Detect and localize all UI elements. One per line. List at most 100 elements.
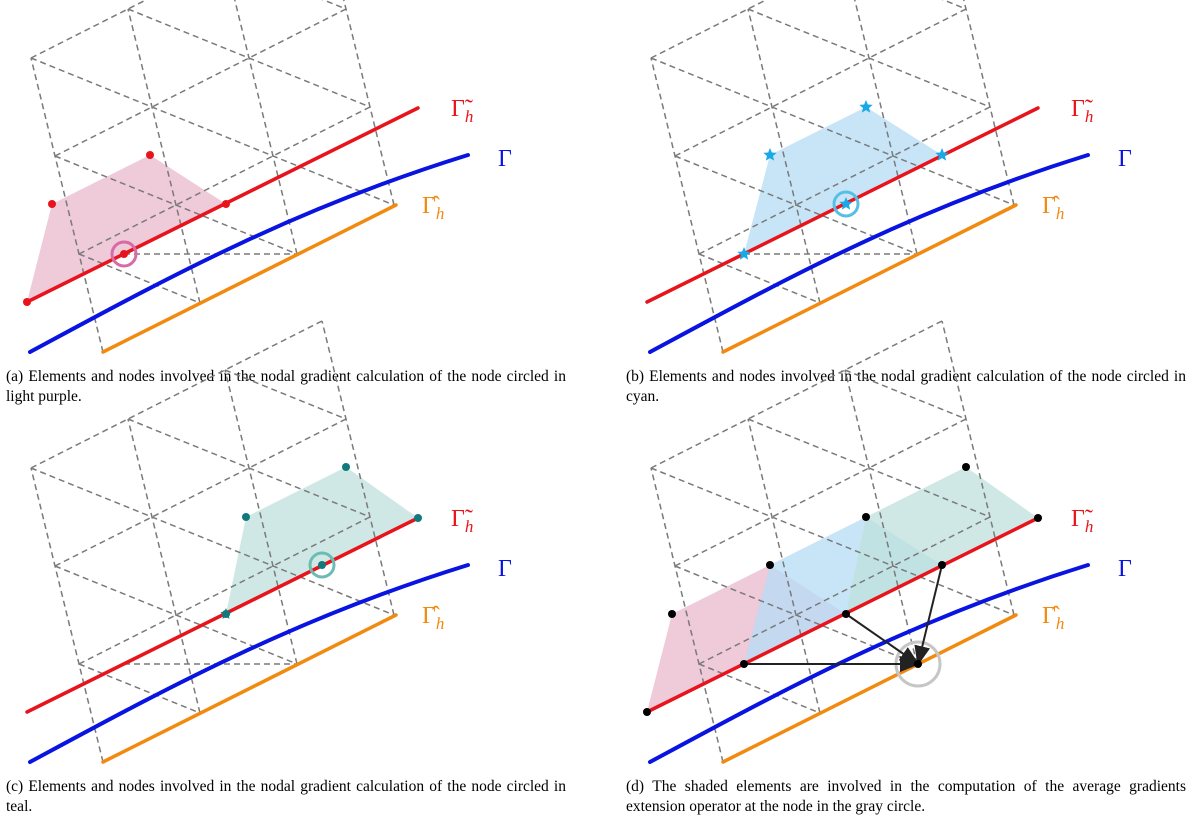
node-marker	[1034, 514, 1042, 522]
gamma-curve	[648, 153, 1090, 354]
mesh-edge	[698, 253, 821, 304]
gamma-tilde-curve	[645, 106, 1040, 304]
mesh-edge	[127, 418, 201, 714]
mesh-edge	[321, 320, 395, 616]
mesh-edge	[127, 8, 371, 108]
mesh-edge	[650, 57, 724, 353]
mesh-edge	[54, 8, 347, 157]
caption-a: (a) Elements and nodes involved in the n…	[6, 368, 566, 405]
mesh-edge	[224, 369, 347, 420]
gamma-tilde-label: Γ̃h	[451, 96, 473, 126]
mesh-edge	[747, 418, 991, 518]
gamma-hat-label: Γ̂h	[1042, 193, 1064, 223]
gamma-label: Γ	[1118, 556, 1132, 582]
mesh-edge	[78, 106, 371, 255]
node-marker	[414, 514, 422, 522]
highlight-circle-purple	[110, 240, 138, 268]
node-marker	[318, 561, 326, 569]
mesh-edge	[78, 663, 201, 714]
gamma-hat-curve	[101, 203, 398, 354]
mesh-grid	[30, 0, 395, 353]
node-marker	[766, 561, 774, 569]
mesh-edge	[854, 0, 918, 255]
node-marker	[146, 151, 154, 159]
gamma-hat-curve	[721, 203, 1018, 354]
gradient-arrow	[845, 613, 920, 666]
node-marker	[643, 708, 651, 716]
mesh-edge	[698, 663, 821, 714]
mesh-edge	[224, 369, 298, 665]
node-marker	[342, 463, 350, 471]
mesh-edge	[78, 253, 201, 304]
mesh-edge	[650, 467, 724, 763]
node-marker	[740, 660, 748, 668]
mesh-edge	[30, 467, 104, 763]
mesh-grid	[650, 320, 1015, 763]
gamma-hat-label: Γ̂h	[1042, 603, 1064, 633]
mesh-edge	[844, 369, 967, 420]
gamma-label: Γ	[498, 556, 512, 582]
mesh-edge	[698, 516, 991, 665]
mesh-edge	[650, 0, 768, 59]
gamma-hat-label: Γ̂h	[422, 603, 444, 633]
mesh-edge	[30, 0, 148, 59]
node-star	[935, 148, 949, 161]
gamma-tilde-label: Γ̃h	[1071, 96, 1093, 126]
node-marker	[962, 463, 970, 471]
mesh-edge	[747, 8, 991, 108]
node-star	[839, 197, 853, 210]
mesh-edge	[650, 57, 1015, 206]
caption-b: (b) Elements and nodes involved in the n…	[626, 368, 1186, 405]
mesh-edge	[343, 0, 395, 206]
mesh-edge	[698, 106, 991, 255]
diagram-c: Γ̃hΓ Γ̂h	[25, 320, 512, 764]
node-star	[220, 608, 232, 619]
node-star	[763, 148, 777, 161]
mesh-edge	[650, 467, 1015, 616]
mesh-edge	[127, 418, 371, 518]
node-marker	[222, 200, 230, 208]
node-star	[859, 100, 873, 113]
mesh-edge	[321, 0, 347, 10]
mesh-edge	[234, 0, 298, 255]
gamma-hat-label: Γ̂h	[422, 193, 444, 223]
node-marker	[242, 513, 250, 521]
mesh-edge	[54, 418, 347, 567]
mesh-edge	[30, 57, 104, 353]
mesh-edge	[650, 320, 943, 469]
gamma-tilde-label: Γ̃h	[1071, 506, 1093, 536]
node-marker	[120, 250, 128, 258]
diagram-a: Γ̃hΓ Γ̂h	[23, 0, 512, 354]
gamma-curve	[28, 153, 470, 354]
mesh-edge	[30, 320, 323, 469]
node-star	[737, 247, 751, 260]
gamma-tilde-label: Γ̃h	[451, 506, 473, 536]
gradient-arrow	[914, 564, 943, 666]
mesh-edge	[941, 0, 967, 10]
mesh-edge	[674, 155, 918, 255]
mesh-edge	[674, 418, 967, 567]
shaded-element-purple	[27, 155, 226, 302]
mesh-edge	[941, 320, 1015, 616]
node-marker	[48, 200, 56, 208]
node-marker	[914, 660, 922, 668]
node-marker	[23, 298, 31, 306]
mesh-edge	[78, 516, 371, 665]
caption-d: (d) The shaded elements are involved in …	[626, 778, 1186, 815]
gamma-label: Γ	[498, 146, 512, 172]
gamma-label: Γ	[1118, 146, 1132, 172]
gamma-curve	[28, 563, 470, 764]
mesh-edge	[127, 8, 201, 304]
mesh-edge	[54, 155, 298, 255]
diagram-d: Γ̃hΓ Γ̂h	[643, 320, 1132, 764]
gamma-curve	[648, 563, 1090, 764]
gamma-hat-curve	[101, 613, 398, 764]
highlight-circle-teal	[308, 551, 336, 579]
mesh-edge	[963, 0, 1015, 206]
node-marker	[842, 610, 850, 618]
